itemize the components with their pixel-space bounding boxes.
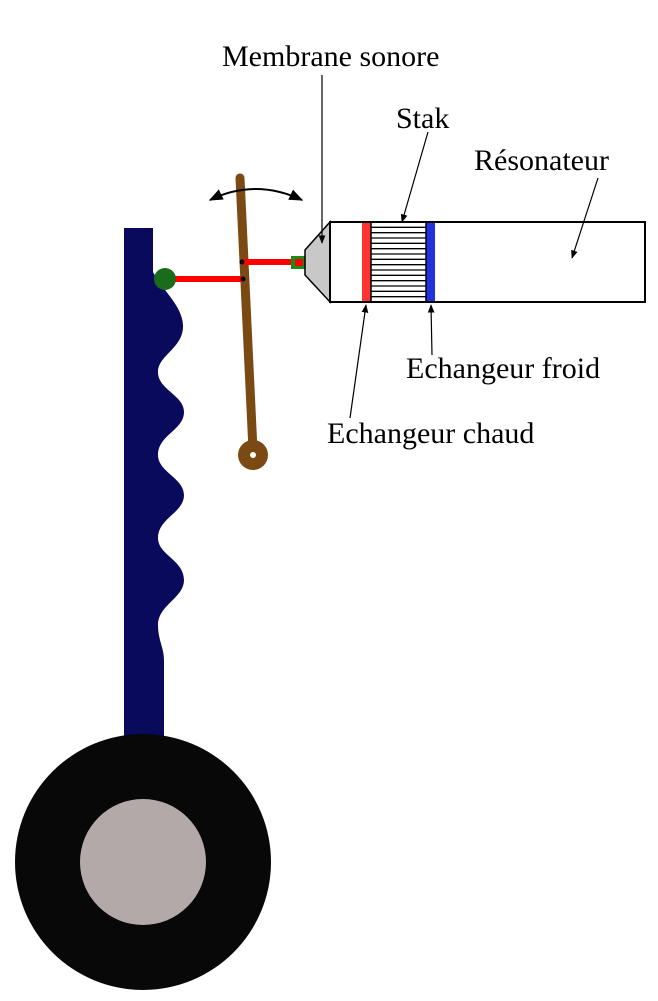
stack-outline: [370, 221, 427, 303]
wavy-track: [124, 228, 184, 760]
rod-joint-lower: [240, 276, 246, 282]
resonator-label: Résonateur: [474, 144, 609, 177]
cold-exchanger: [426, 223, 435, 301]
hot-exchanger-leader-arrow: [349, 304, 369, 419]
pendulum-lever: [235, 173, 258, 455]
track-follower-pivot: [154, 268, 176, 290]
membrane-cone: [304, 220, 331, 304]
membrane-label: Membrane sonore: [222, 40, 439, 73]
stack-label: Stak: [396, 102, 449, 135]
resonator-tube: [329, 221, 646, 303]
hot-exchanger-label: Echangeur chaud: [327, 417, 534, 450]
pendulum-pivot-hole: [250, 452, 256, 458]
oscillation-arrow: [208, 188, 304, 201]
membrane-attachment-core: [295, 259, 303, 266]
hot-exchanger: [362, 223, 371, 301]
stack-plates: [371, 226, 426, 298]
wheel-hub: [80, 799, 206, 925]
cold-exchanger-label: Echangeur froid: [406, 352, 600, 385]
resonator-leader-arrow: [571, 177, 599, 259]
stack-leader-arrow: [400, 131, 429, 223]
rod-joint-upper: [239, 259, 245, 265]
cold-exchanger-leader-arrow: [427, 304, 435, 356]
